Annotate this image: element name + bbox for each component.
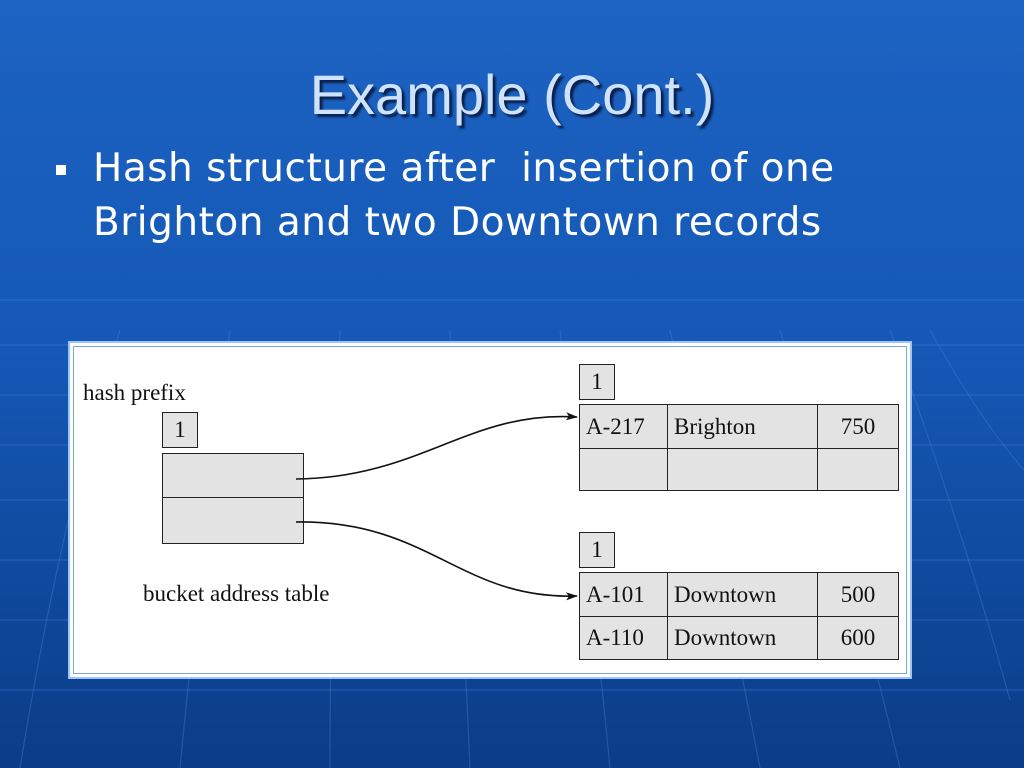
bucket-2-record-1-account: A-110: [579, 616, 669, 660]
hash-prefix-label: hash prefix: [83, 380, 186, 405]
bucket-2-record-0-branch: Downtown: [667, 572, 819, 618]
slide-title: Example (Cont.): [309, 63, 715, 126]
bucket-table-entry-0: [162, 453, 304, 499]
bucket-1-local-depth: 1: [579, 364, 615, 400]
bucket-1-record-0-balance: 750: [817, 404, 899, 450]
bullet-text: Hash structure after insertion of one Br…: [93, 146, 848, 245]
bucket-1-record-1-account: [579, 448, 669, 491]
bucket-1-record-0-account: A-217: [579, 404, 669, 450]
bucket-2-record-0-balance: 500: [817, 572, 899, 618]
bucket-2-record-1-balance: 600: [817, 616, 899, 660]
bucket-1-record-1-balance: [817, 448, 899, 491]
bucket-2-local-depth: 1: [579, 532, 615, 568]
bucket-1-record-0-branch: Brighton: [667, 404, 819, 450]
hash-prefix-value: 1: [162, 412, 198, 448]
bucket-2-record-1-branch: Downtown: [667, 616, 819, 660]
figure-inner-border: [73, 346, 907, 674]
bucket-table-entry-1: [162, 497, 304, 544]
bucket-1-record-1-branch: [667, 448, 819, 491]
bucket-address-table-label: bucket address table: [143, 581, 330, 606]
bullet-square-icon: [56, 165, 66, 175]
bucket-2-record-0-account: A-101: [579, 572, 669, 618]
